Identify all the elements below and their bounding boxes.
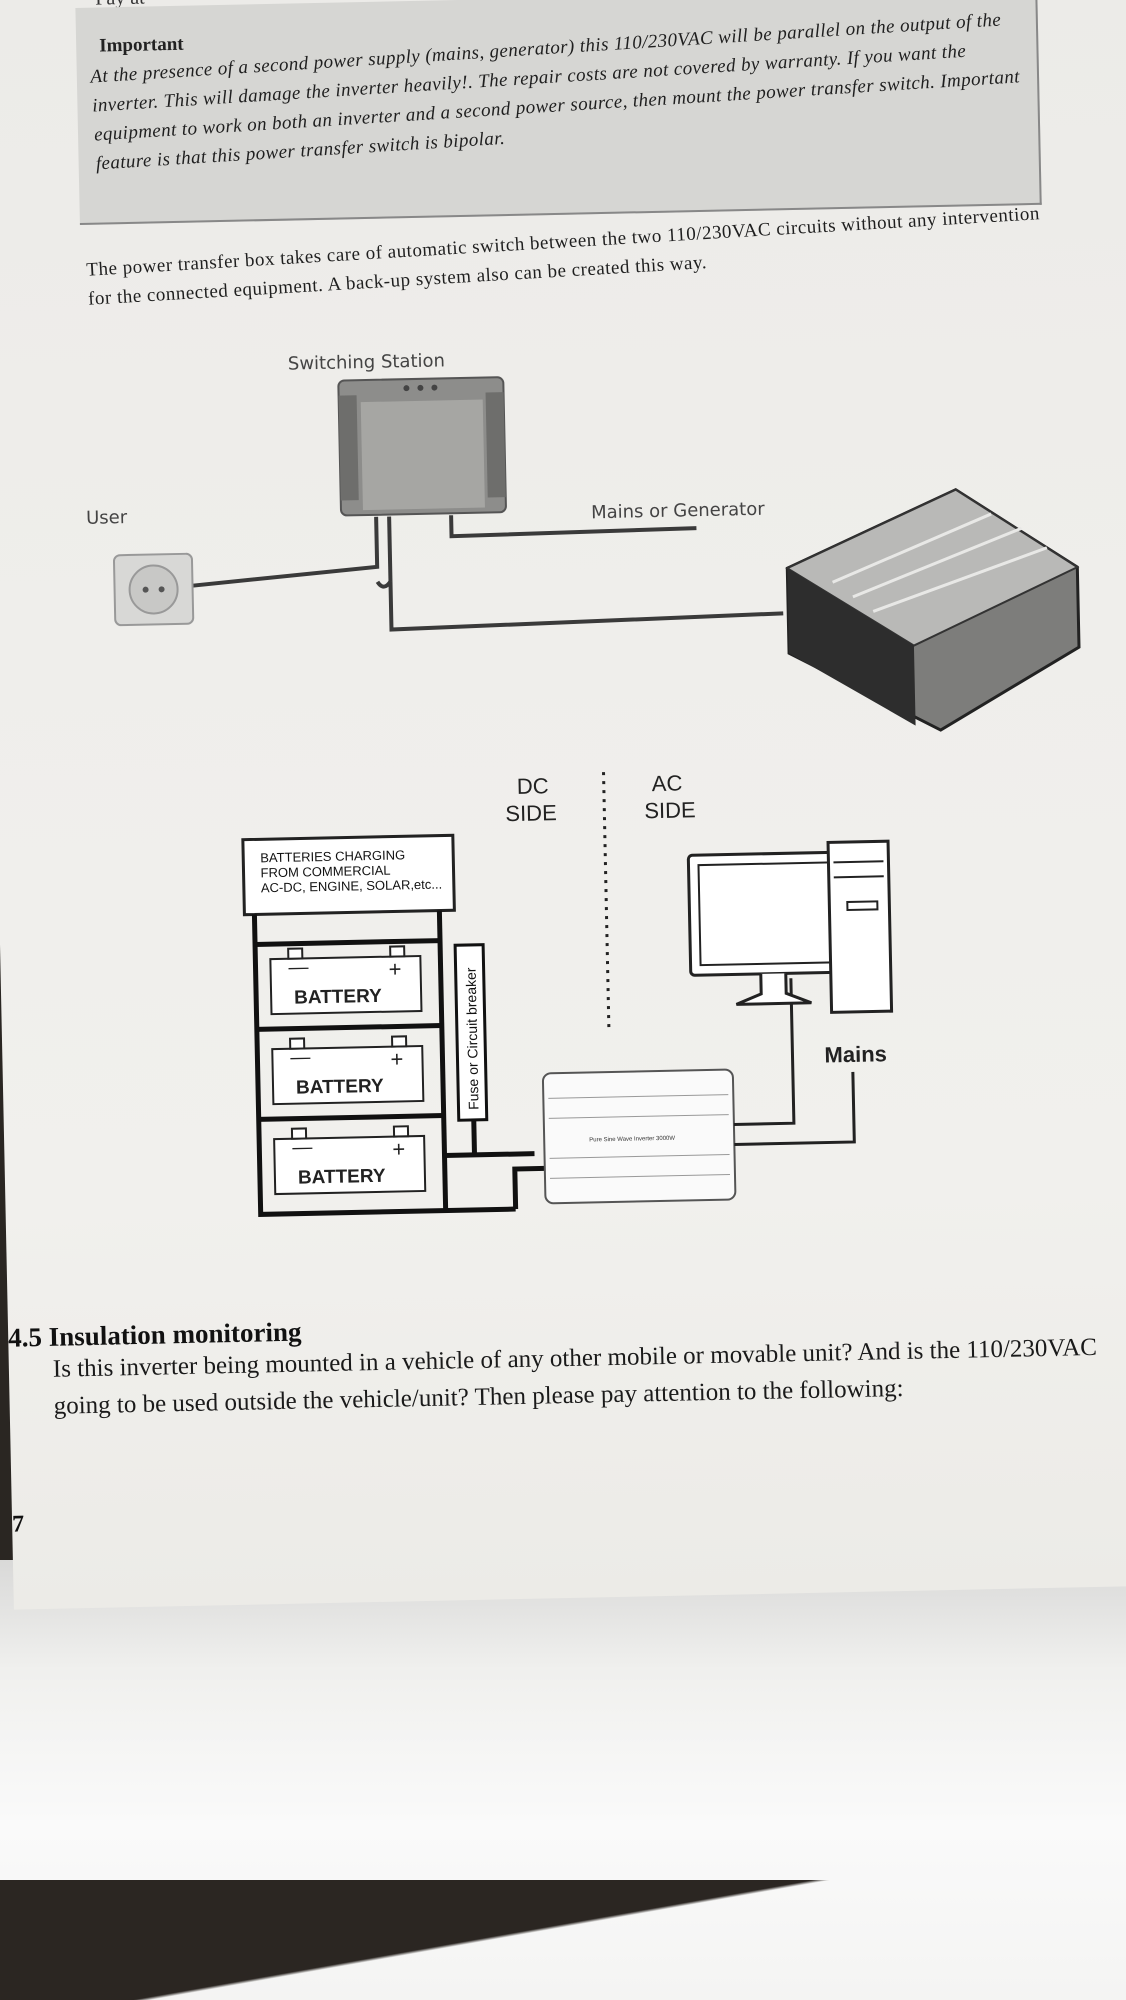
ac-side-label-1: AC [652, 770, 683, 796]
dc-ac-divider [602, 772, 611, 1028]
battery-3: — + BATTERY [273, 1125, 427, 1196]
svg-text:—: — [290, 1046, 310, 1068]
wall-socket-icon [112, 552, 195, 627]
charging-line-3: AC-DC, ENGINE, SOLAR,etc... [261, 877, 443, 896]
svg-text:+: + [390, 1046, 403, 1071]
page-number: 7 [11, 1511, 25, 1538]
wiring-diagrams: DC SIDE AC SIDE BATTERIES CHARGING FROM … [112, 376, 1081, 1217]
battery-wiring [251, 910, 545, 1217]
battery-1-label: BATTERY [294, 986, 382, 1009]
svg-text:—: — [288, 956, 308, 978]
battery-2: — + BATTERY [271, 1035, 425, 1106]
battery-2-label: BATTERY [296, 1076, 384, 1099]
fuse-breaker: Fuse or Circuit breaker [453, 943, 489, 1122]
computer-icon [686, 839, 894, 1014]
charging-line-2: FROM COMMERCIAL [260, 863, 390, 881]
dc-side-label-2: SIDE [505, 800, 557, 826]
inverter-icon: Pure Sine Wave Inverter 3000W [541, 1068, 737, 1205]
desk-surface [0, 1880, 1126, 2000]
battery-1: — + BATTERY [269, 945, 423, 1016]
battery-3-label: BATTERY [298, 1166, 386, 1189]
charging-source-box: BATTERIES CHARGING FROM COMMERCIAL AC-DC… [241, 833, 456, 917]
fuse-label: Fuse or Circuit breaker [463, 967, 482, 1110]
switching-station-icon [337, 376, 507, 517]
svg-text:+: + [388, 956, 401, 981]
generator-inverter-icon [785, 487, 1081, 732]
ac-side-label-2: SIDE [644, 797, 696, 823]
mains-label: Mains [824, 1041, 887, 1067]
inverter-label: Pure Sine Wave Inverter 3000W [589, 1136, 675, 1144]
manual-page: Pay at circuit Important At the presence… [0, 0, 1126, 1610]
charging-line-1: BATTERIES CHARGING [260, 847, 405, 865]
svg-text:—: — [292, 1136, 312, 1158]
dc-side-label-1: DC [517, 773, 549, 799]
svg-text:+: + [392, 1136, 405, 1161]
ac-wiring [733, 978, 856, 1146]
diagram1-wires [192, 515, 784, 632]
